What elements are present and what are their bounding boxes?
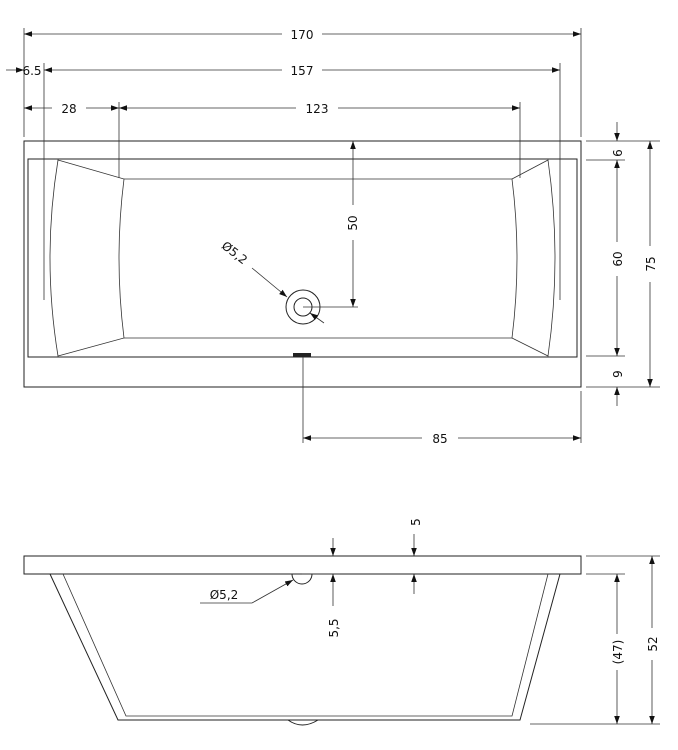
dim-overflow-diameter: Ø5,2 xyxy=(210,588,239,602)
side-rim xyxy=(23,555,582,575)
left-backrest xyxy=(49,159,125,357)
dim-drain-to-floor: 50 xyxy=(346,215,360,230)
basin-floor xyxy=(124,178,512,339)
dim-inner-depth: (47) xyxy=(611,640,625,665)
dim-rim-thickness: 5 xyxy=(409,518,423,526)
dim-rim-offset: 6.5 xyxy=(22,64,41,78)
side-view xyxy=(23,555,582,726)
dim-overflow-height: 5,5 xyxy=(327,618,341,637)
dim-overall-width: 75 xyxy=(644,256,658,271)
top-dimension-lines xyxy=(6,31,653,441)
dim-drain-offset: 85 xyxy=(432,432,447,446)
side-body-inner xyxy=(62,573,549,717)
dim-inner-length: 157 xyxy=(291,64,314,78)
dim-overall-height: 52 xyxy=(646,636,660,651)
bathtub-outline xyxy=(23,140,582,388)
side-extension-lines xyxy=(302,555,660,725)
overflow-mark xyxy=(293,353,311,357)
side-body-outer xyxy=(49,573,561,721)
dim-drain-diameter: Ø5,2 xyxy=(219,239,250,268)
dim-floor-length: 123 xyxy=(306,102,329,116)
right-backrest xyxy=(511,159,556,357)
dim-inner-width: 60 xyxy=(611,251,625,266)
side-overflow xyxy=(291,573,313,585)
basin-outline xyxy=(27,158,578,358)
top-view xyxy=(23,140,582,388)
dim-backrest-width: 28 xyxy=(61,102,76,116)
dim-overall-length: 170 xyxy=(291,28,314,42)
dim-rim-top: 6 xyxy=(611,149,625,157)
side-drain-bump xyxy=(287,719,319,726)
dim-rim-bottom: 9 xyxy=(611,370,625,378)
side-dimension-lines xyxy=(200,534,655,724)
